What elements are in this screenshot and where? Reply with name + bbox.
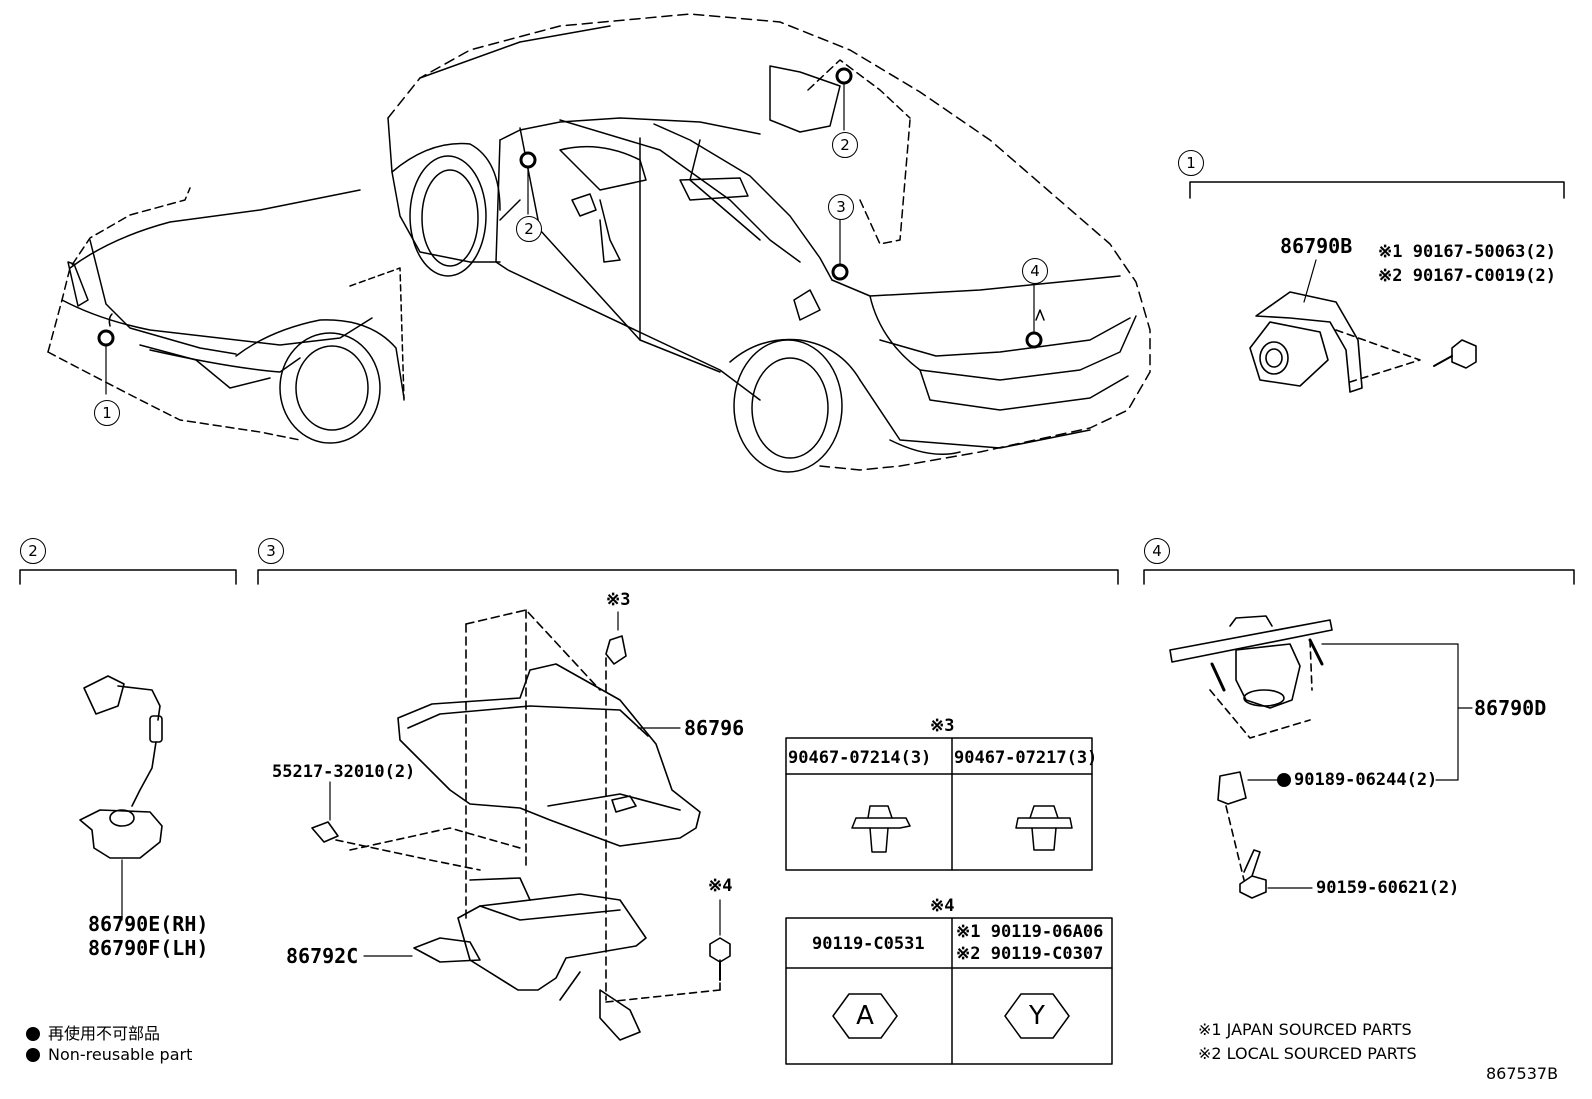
filled-dot-icon	[26, 1027, 40, 1041]
part-55217-32010: 55217-32010(2)	[272, 762, 416, 782]
part-90189-06244: 90189-06244(2)	[1294, 770, 1438, 790]
note-japan-sourced: ※1 JAPAN SOURCED PARTS	[1198, 1020, 1412, 1039]
legend-nonreusable-en: Non-reusable part	[26, 1045, 192, 1064]
part-90167-50063: ※1 90167-50063(2)	[1378, 242, 1557, 262]
marker-2b-label: 2	[832, 132, 858, 158]
section-4-number: 4	[1144, 538, 1170, 564]
legend-en-text: Non-reusable part	[48, 1045, 193, 1064]
location-markers	[97, 67, 1043, 395]
part-86796: 86796	[684, 716, 745, 740]
table-ref4-col1: 90119-C0531	[812, 934, 925, 954]
filled-dot-icon	[26, 1048, 40, 1062]
table-ref4-col2a: ※1 90119-06A06	[956, 922, 1104, 942]
legend-nonreusable-jp: 再使用不可部品	[26, 1020, 160, 1044]
part-86790E-RH: 86790E(RH)	[88, 912, 209, 936]
ref3-marker: ※3	[606, 590, 631, 610]
camera-86790EF-illustration	[79, 675, 163, 921]
section-2-number: 2	[20, 538, 46, 564]
part-90167-C0019: ※2 90167-C0019(2)	[1378, 266, 1557, 286]
diagram-id: 867537B	[1486, 1064, 1559, 1083]
table-ref3	[785, 737, 1093, 871]
part-86790F-LH: 86790F(LH)	[88, 936, 209, 960]
hex-symbol-A: A	[856, 1001, 874, 1031]
legend-jp-text: 再使用不可部品	[48, 1024, 161, 1043]
marker-3-label: 3	[828, 194, 854, 220]
table-ref4	[785, 917, 1113, 1065]
part-86792C: 86792C	[286, 944, 359, 968]
section-3-number: 3	[258, 538, 284, 564]
part-86790D: 86790D	[1474, 696, 1547, 720]
camera-86790D-illustration	[1169, 615, 1473, 899]
main-car-illustration	[387, 13, 1151, 473]
marker-1-label: 1	[94, 400, 120, 426]
note-local-sourced: ※2 LOCAL SOURCED PARTS	[1198, 1044, 1417, 1063]
marker-4-label: 4	[1022, 258, 1048, 284]
camera-86790B-illustration	[1249, 259, 1477, 393]
hex-symbol-Y: Y	[1029, 1001, 1045, 1031]
table-ref4-title: ※4	[930, 896, 955, 916]
table-ref3-col1: 90467-07214(3)	[788, 748, 932, 768]
part-90159-60621: 90159-60621(2)	[1316, 878, 1460, 898]
part-86790B: 86790B	[1280, 234, 1353, 258]
section-1-number: 1	[1178, 150, 1204, 176]
front-car-illustration	[47, 187, 405, 444]
table-ref4-col2b: ※2 90119-C0307	[956, 944, 1104, 964]
marker-2a-label: 2	[516, 216, 542, 242]
table-ref3-title: ※3	[930, 716, 955, 736]
ref4-marker: ※4	[708, 876, 733, 896]
table-ref3-col2: 90467-07217(3)	[954, 748, 1098, 768]
section-brackets	[19, 181, 1575, 585]
section-3-illustration	[311, 609, 731, 1041]
